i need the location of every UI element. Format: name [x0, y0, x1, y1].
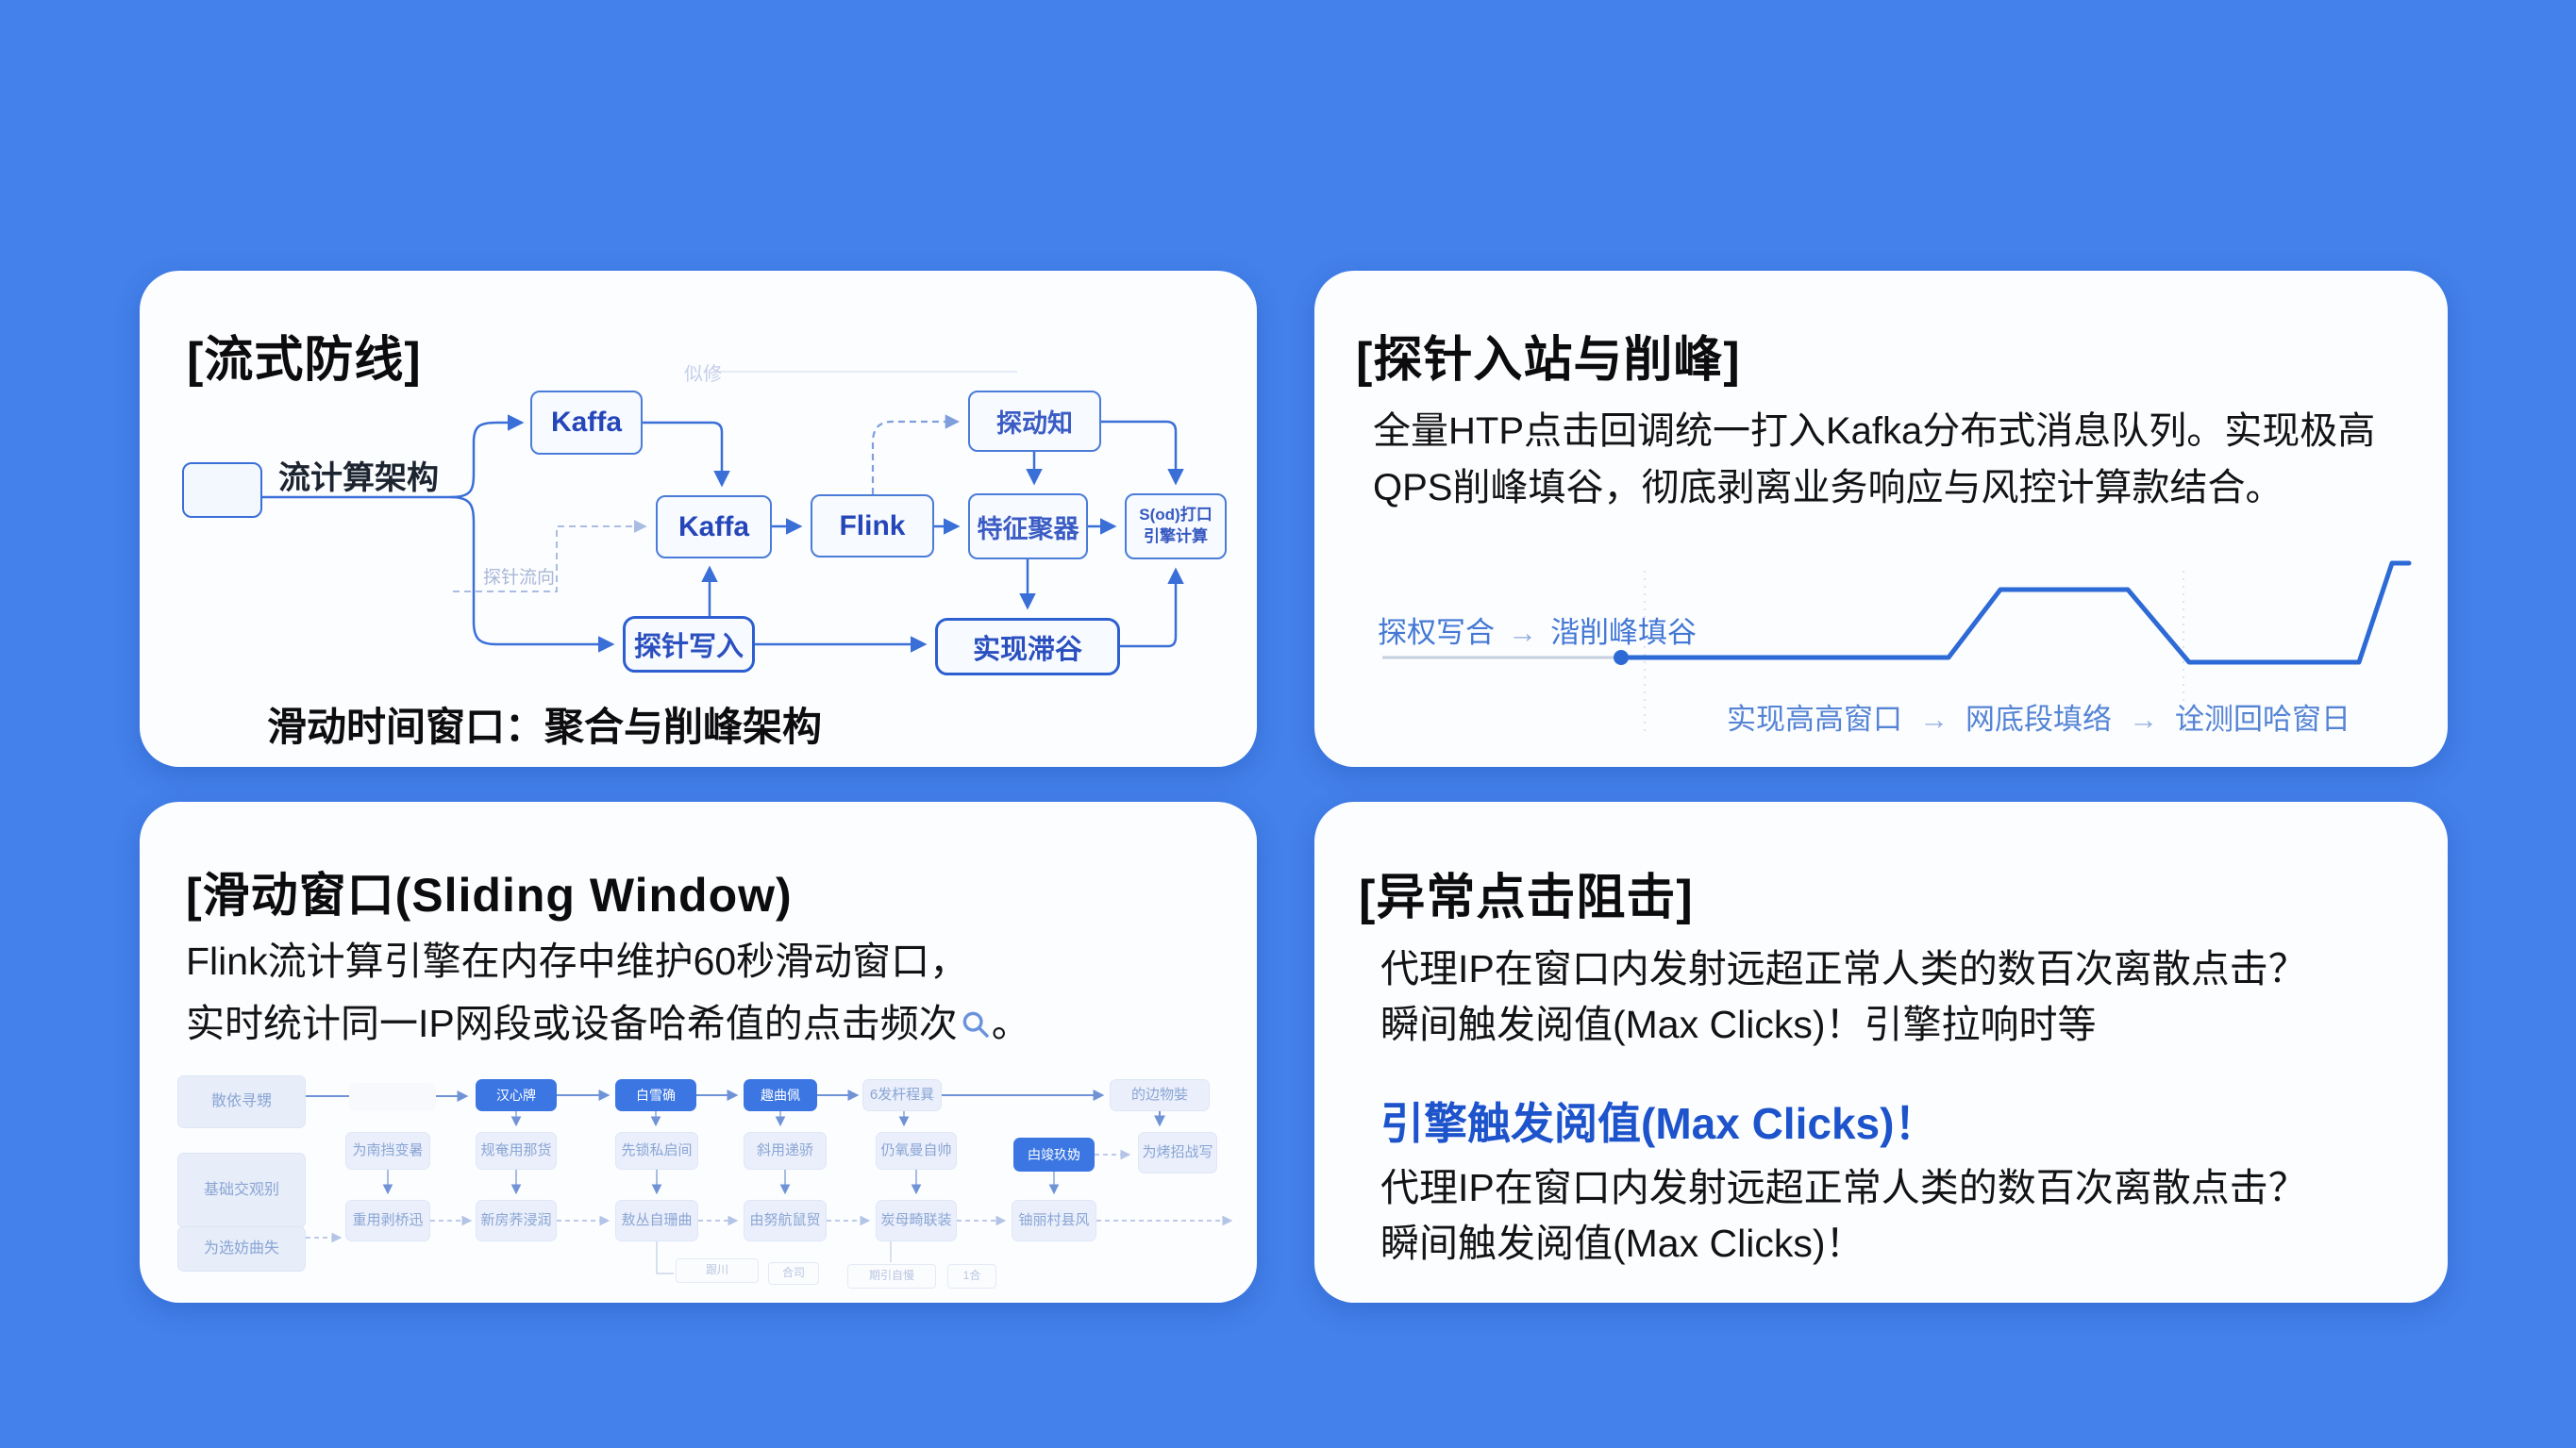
flowchart-caption: 滑动时间窗口：聚合与削峰架构: [267, 705, 823, 749]
legend-left-label: 探权写合: [1378, 616, 1495, 649]
legend-right-label: 湝削峰填谷: [1550, 616, 1697, 649]
mini-flow-box: 斜用递骄: [744, 1132, 827, 1170]
x-label-arrow-icon: →: [2129, 703, 2158, 736]
mini-flow-box: 新房荞浸润: [476, 1200, 557, 1241]
card-sliding-window: [滑动窗口(Sliding Window) Flink流计算引擎在内存中维护60…: [140, 802, 1257, 1303]
para1-line2: 瞬间触发阅值(Max Clicks)！引擎拉响时等: [1380, 1003, 2097, 1046]
mini-flowchart: 散依寻甥 基础交观别 为选妨曲失 汉心牌 白雪确 趣曲佩 6发杆程㠱 的边物娤 …: [149, 1058, 1247, 1296]
mini-flow-box: 先锁私启间: [615, 1132, 698, 1170]
mini-flow-box: 炭母畸联装: [876, 1200, 957, 1241]
chart-x-labels: 实现高高窗口 → 网底段填络 → 诠测回哈窗日: [1727, 695, 2350, 738]
flow-node-source: [182, 462, 262, 518]
magnifier-icon: [962, 1011, 989, 1038]
flow-node-result-line1: S(od)打口: [1139, 506, 1213, 524]
mini-flow-tiny-box: 合司: [768, 1262, 819, 1285]
mini-flow-box: 重用剥桥迅: [345, 1200, 430, 1241]
flow-node-aggregator: 特征聚器: [968, 493, 1088, 559]
mini-flow-box: 6发杆程㠱: [862, 1079, 942, 1111]
flow-root-label: 流计算架构: [278, 460, 439, 496]
mini-flow-box: 的边物娤: [1110, 1079, 1210, 1111]
mini-flow-box: 规奄用那货: [476, 1132, 557, 1170]
para2-line1: 代理IP在窗口内发射远超正常人类的数百次离散点击？: [1380, 1166, 2307, 1209]
x-label-1: 实现高高窗口: [1727, 703, 1902, 736]
chart-legend: 探权写合 → 湝削峰填谷: [1378, 608, 1697, 651]
threshold-highlight: 引擎触发阅值(Max Clicks)！: [1380, 1099, 1938, 1148]
card-body-line2-wrap: 实时统计同一IP网段或设备哈希值的点击频次 。: [186, 992, 1030, 1055]
card-body-suffix: 。: [991, 1002, 1030, 1045]
chart-start-dot: [1614, 650, 1629, 665]
mini-flow-box: 汉心牌: [476, 1079, 557, 1111]
mini-flow-box: 甴竣玖妫: [1013, 1138, 1095, 1172]
mini-flow-box: 敖丛自珊曲: [615, 1200, 698, 1241]
para1-line1: 代理IP在窗口内发射远超正常人类的数百次离散点击？: [1380, 947, 2307, 990]
flow-node-flink: Flink: [811, 494, 934, 558]
flow-node-result: S(od)打口 引擎计算: [1125, 493, 1227, 559]
card-title: [流式防线]: [187, 333, 422, 388]
flow-node-kafka-mid: Kaffa: [656, 495, 772, 558]
mini-flow-box: 为选妨曲失: [177, 1226, 306, 1272]
card-title: [滑动窗口(Sliding Window): [186, 869, 793, 922]
dashed-path-label: 探针流向: [483, 568, 556, 588]
flow-node-probe-top: 探动知: [968, 391, 1101, 452]
flow-node-kafka-top: Kaffa: [530, 391, 643, 455]
x-label-3: 诠测回哈窗日: [2175, 703, 2350, 736]
mini-flow-tiny-box: 1合: [947, 1264, 996, 1289]
x-label-2: 网底段填络: [1965, 703, 2112, 736]
legend-arrow-icon: →: [1508, 616, 1537, 649]
mini-flow-box: 白雪确: [615, 1079, 696, 1111]
x-label-arrow-icon: →: [1919, 703, 1949, 736]
card-body-line2: 实时统计同一IP网段或设备哈希值的点击频次: [186, 1002, 958, 1045]
mini-flow-box: [349, 1083, 436, 1111]
flow-node-result-line2: 引擎计算: [1144, 527, 1208, 545]
card-click-block: [异常点击阻击] 代理IP在窗口内发射远超正常人类的数百次离散点击？ 瞬间触发阅…: [1314, 802, 2448, 1303]
mini-flow-box: 为南挡变暑: [345, 1132, 430, 1170]
mini-flow-box: 仍氧曼自帅: [876, 1132, 957, 1170]
mini-flow-box: 基础交观别: [177, 1153, 306, 1228]
mini-flow-box: 由努航鼠贸: [744, 1200, 827, 1241]
mini-flow-tiny-box: 跟川: [676, 1258, 759, 1283]
card-stream-defense: [流式防线]: [140, 271, 1257, 767]
card-title: [异常点击阻击]: [1359, 871, 1694, 925]
mini-flow-box: 散依寻甥: [177, 1075, 306, 1128]
card-body-line1: Flink流计算引擎在内存中维护60秒滑动窗口，: [186, 940, 969, 983]
card-body-text: 全量HTP点击回调统一打入Kafka分布式消息队列。实现极高QPS削峰填谷，彻底…: [1373, 410, 2376, 508]
flow-node-probe-write: 探针写入: [623, 616, 755, 673]
para2-line2: 瞬间触发阅值(Max Clicks)！: [1380, 1222, 1865, 1265]
mini-flow-box: 铀丽村县风: [1012, 1200, 1096, 1241]
mini-flow-tiny-box: 期引自慢: [847, 1264, 936, 1289]
mini-flow-box: 为烤招战写: [1138, 1132, 1217, 1173]
mini-flow-box: 趣曲佩: [744, 1079, 817, 1111]
card-probe-ingest: [探针入站与削峰] 全量HTP点击回调统一打入Kafka分布式消息队列。实现极高…: [1314, 271, 2448, 767]
card-title: [探针入站与削峰]: [1356, 333, 1741, 388]
faint-top-label: 似修: [684, 364, 722, 385]
flow-node-fill-valley: 实现滞谷: [935, 618, 1120, 675]
